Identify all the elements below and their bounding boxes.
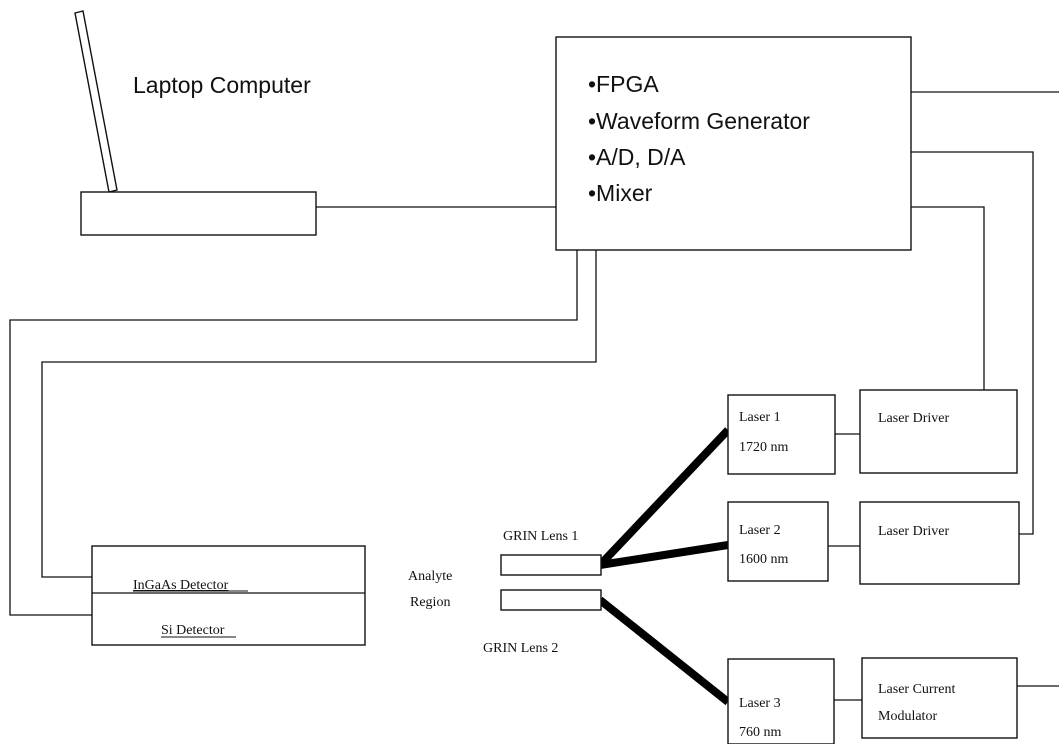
optical-fibers <box>597 427 731 706</box>
wire-controller-to-driver1 <box>911 206 985 390</box>
si-detector-label: Si Detector <box>161 623 225 638</box>
fiber-laser1-to-grin1 <box>597 427 731 568</box>
laptop-base <box>80 191 317 236</box>
wire-controller-to-si-detector <box>9 250 578 616</box>
controller-item-fpga: •FPGA <box>588 71 659 97</box>
grin-lens1-label: GRIN Lens 1 <box>503 529 578 544</box>
controller-item-mixer: •Mixer <box>588 180 653 206</box>
driver2-box <box>859 501 1020 585</box>
controller-item-adda: •A/D, D/A <box>588 144 686 170</box>
laser3-name: Laser 3 <box>739 696 781 711</box>
detector-outer <box>91 545 366 646</box>
fiber-laser2-to-grin1 <box>599 541 729 569</box>
controller-box: •FPGA •Waveform Generator •A/D, D/A •Mix… <box>555 36 912 251</box>
grin-lens1 <box>500 554 602 576</box>
modulator-label-line2: Modulator <box>878 709 937 724</box>
laser-3: Laser 3 760 nm <box>727 658 835 744</box>
ingaas-detector-label: InGaAs Detector <box>133 578 229 593</box>
laser-1: Laser 1 1720 nm <box>727 394 836 475</box>
laptop-label: Laptop Computer <box>133 72 311 98</box>
modulator-label-line1: Laser Current <box>878 682 955 697</box>
analyte-region: Analyte Region <box>408 569 452 610</box>
laser3-box <box>727 658 835 744</box>
grin-lens2 <box>500 589 602 611</box>
laser1-name: Laser 1 <box>739 410 781 425</box>
driver1-label: Laser Driver <box>878 411 949 426</box>
laser-current-modulator: Laser Current Modulator <box>861 657 1018 739</box>
wire-controller-to-ingaas-detector <box>41 250 597 578</box>
grin-lens2-label: GRIN Lens 2 <box>483 641 558 656</box>
laser-driver-2: Laser Driver <box>859 501 1020 585</box>
detector-assembly: InGaAs Detector Si Detector <box>91 545 366 646</box>
driver2-label: Laser Driver <box>878 524 949 539</box>
laptop: Laptop Computer <box>74 10 317 236</box>
laser-2: Laser 2 1600 nm <box>727 501 829 582</box>
laser3-wavelength: 760 nm <box>739 725 782 740</box>
wire-controller-to-driver2 <box>911 151 1034 535</box>
laser2-box <box>727 501 829 582</box>
grin-lenses: GRIN Lens 1 GRIN Lens 2 <box>483 529 602 656</box>
wires <box>9 91 1059 701</box>
laser1-box <box>727 394 836 475</box>
laser1-wavelength: 1720 nm <box>739 440 789 455</box>
analyte-label-line1: Analyte <box>408 569 452 584</box>
laser2-name: Laser 2 <box>739 523 781 538</box>
modulator-box <box>861 657 1018 739</box>
laser2-wavelength: 1600 nm <box>739 552 789 567</box>
laptop-screen <box>74 10 118 193</box>
fiber-grin2-to-laser3 <box>597 596 731 706</box>
analyte-label-line2: Region <box>410 595 450 610</box>
laser-driver-1: Laser Driver <box>859 389 1018 474</box>
controller-rect <box>555 36 912 251</box>
controller-item-waveform-generator: •Waveform Generator <box>588 108 810 134</box>
driver1-box <box>859 389 1018 474</box>
